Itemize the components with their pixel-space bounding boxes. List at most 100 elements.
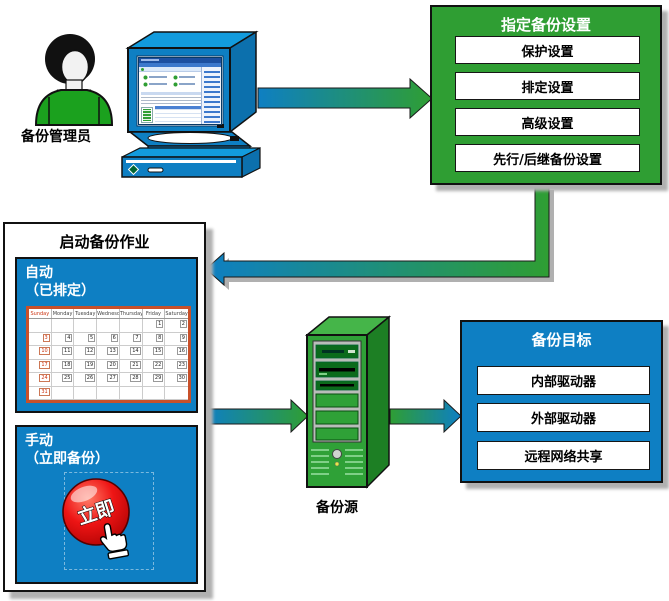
calendar-day-header: Saturday [165, 311, 188, 317]
screen-titlebar [139, 58, 221, 63]
calendar-cell: 11 [51, 346, 75, 360]
settings-item-prepost: 先行/后继备份设置 [455, 144, 640, 172]
backup-source-server [304, 315, 392, 489]
calendar-date: 19 [84, 360, 96, 369]
screen-status-icons [141, 74, 201, 90]
calendar-cell: 21 [119, 359, 143, 373]
calendar-cell: 22 [142, 359, 166, 373]
calendar-date: 27 [107, 374, 118, 382]
calendar-cell: 28 [119, 373, 143, 387]
calendar-date: 31 [39, 387, 50, 396]
schedule-calendar: SundayMondayTuesdayWednesdayThursdayFrid… [26, 306, 191, 403]
calendar-cell [165, 387, 188, 400]
calendar-date: 4 [65, 333, 73, 342]
calendar-date: 17 [39, 360, 50, 369]
calendar-date: 1 [156, 320, 164, 328]
manual-box-labels: 手动 （立即备份） [25, 432, 109, 468]
settings-item-protection: 保护设置 [455, 36, 640, 64]
calendar-cell [119, 319, 143, 333]
calendar-date: 11 [62, 347, 73, 355]
calendar-day-header: Tuesday [75, 309, 98, 318]
calendar-date: 12 [84, 347, 96, 355]
screen-dashboard [138, 57, 222, 125]
calendar-cell: 20 [97, 359, 120, 373]
target-panel: 备份目标 内部驱动器 外部驱动器 远程网络共享 [460, 320, 663, 483]
settings-panel-title: 指定备份设置 [500, 16, 591, 34]
hand-cursor-icon [99, 523, 130, 560]
calendar-date: 14 [130, 347, 141, 355]
calendar-date: 8 [156, 333, 164, 342]
screen-sidebar [201, 67, 221, 124]
calendar-cell: 2 [165, 319, 188, 333]
calendar-date: 9 [179, 333, 187, 342]
start-panel-title: 启动备份作业 [59, 233, 150, 251]
calendar-cell: 14 [119, 346, 143, 360]
calendar-date: 20 [107, 360, 118, 369]
calendar-date: 5 [87, 333, 96, 342]
screen-mini-chart [141, 107, 153, 123]
screen-statusbar [139, 67, 221, 72]
calendar-cell: 17 [29, 359, 52, 373]
calendar-cell [74, 386, 98, 400]
calendar-cell [51, 386, 75, 400]
auto-scheduled-box: 自动 （已排定） SundayMondayTuesdayWednesdayThu… [15, 257, 198, 413]
calendar-cell: 12 [74, 346, 98, 360]
calendar-cell: 19 [74, 359, 98, 373]
calendar-cell: 15 [142, 346, 166, 360]
auto-title: 自动 [25, 265, 53, 281]
calendar-cell: 10 [29, 346, 52, 360]
calendar-cell: 23 [165, 360, 188, 373]
calendar-date: 24 [39, 374, 50, 382]
settings-item-advanced: 高级设置 [455, 108, 640, 136]
arrow-source-to-target [389, 398, 462, 434]
settings-panel: 指定备份设置 保护设置 排定设置 高级设置 先行/后继备份设置 [430, 5, 662, 185]
calendar-date: 18 [62, 360, 73, 369]
calendar-date: 28 [130, 374, 141, 382]
calendar-date: 15 [152, 347, 164, 355]
calendar-cell: 25 [51, 373, 75, 387]
calendar-date: 21 [130, 360, 141, 369]
calendar-cell [97, 386, 120, 400]
backup-now-button[interactable]: 立即 [55, 474, 141, 578]
calendar-cell: 26 [74, 373, 98, 387]
screen-text-lines [141, 97, 201, 105]
screen-table-rows [155, 109, 201, 123]
calendar-cell: 27 [97, 373, 120, 387]
target-item-network: 远程网络共享 [477, 441, 650, 470]
calendar-date: 25 [62, 374, 73, 382]
calendar-cell: 6 [97, 332, 120, 346]
admin-person-icon [34, 34, 114, 126]
calendar-date: 26 [84, 374, 96, 382]
arrow-settings-to-start-shadow [211, 190, 554, 290]
calendar-date: 2 [179, 320, 187, 328]
calendar-day-header: Wednesday [97, 309, 120, 318]
calendar-date: 23 [176, 360, 187, 369]
calendar-date: 13 [107, 347, 118, 355]
calendar-cell: 13 [97, 346, 120, 360]
admin-label: 备份管理员 [21, 129, 91, 145]
manual-subtitle: （立即备份） [25, 451, 109, 467]
calendar-day-header: Monday [52, 309, 75, 318]
calendar-cell: 24 [29, 373, 52, 387]
screen-section-band [141, 92, 201, 95]
arrow-admin-to-settings [257, 77, 433, 120]
calendar-cell: 18 [51, 359, 75, 373]
target-panel-title: 备份目标 [531, 331, 592, 349]
calendar-cell: 7 [119, 332, 143, 346]
manual-backup-box: 手动 （立即备份） 立即 [15, 425, 198, 584]
arrow-settings-to-start [205, 184, 550, 287]
calendar-cell: 5 [74, 332, 98, 346]
calendar-cell [29, 319, 52, 333]
calendar-day-header: Thursday [119, 309, 143, 318]
calendar-date: 6 [110, 333, 118, 342]
calendar-cell: 3 [29, 332, 52, 346]
auto-subtitle: （已排定） [25, 283, 95, 299]
calendar-day-header: Friday [143, 309, 166, 318]
calendar-date: 3 [42, 333, 50, 342]
settings-item-schedule: 排定设置 [455, 72, 640, 100]
calendar-cell: 9 [165, 333, 188, 346]
calendar-date: 29 [152, 374, 164, 382]
screen-toolbar [139, 63, 221, 67]
